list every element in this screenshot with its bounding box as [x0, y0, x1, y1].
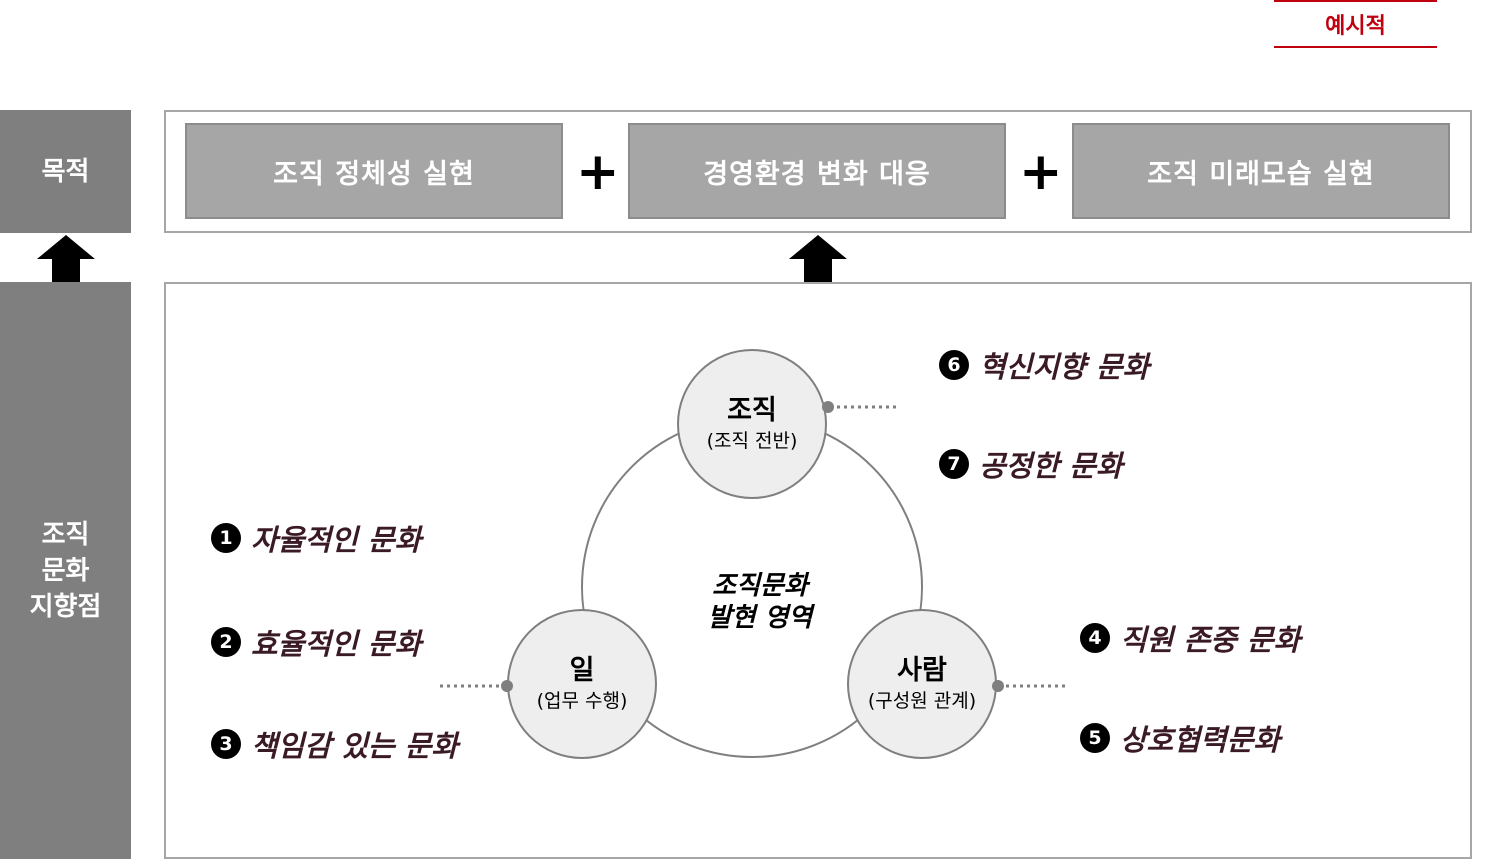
center-label-line: 발현 영역 [707, 603, 813, 633]
node-work: 일 (업무 수행) [507, 609, 657, 759]
direction-label-line: 조직 [41, 519, 90, 550]
culture-label: 직원 존중 문화 [1120, 623, 1301, 657]
node-subtitle: (업무 수행) [536, 690, 628, 712]
culture-item: 5 상호협력문화 [1080, 718, 1280, 758]
connector-dot [822, 401, 834, 413]
number-badge: 3 [211, 729, 241, 759]
node-title: 사람 [897, 655, 947, 686]
culture-label: 상호협력문화 [1120, 723, 1281, 757]
node-people: 사람 (구성원 관계) [847, 609, 997, 759]
connector-dot [992, 680, 1004, 692]
culture-item: 4 직원 존중 문화 [1080, 618, 1300, 658]
node-title: 조직 [727, 395, 777, 426]
culture-item: 1 자율적인 문화 [211, 518, 421, 558]
direction-label-line: 지향점 [29, 591, 102, 622]
direction-label: 조직 문화 지향점 [0, 282, 131, 859]
culture-item: 3 책임감 있는 문화 [211, 724, 458, 764]
up-arrow-icon [37, 235, 95, 283]
node-title: 일 [569, 655, 595, 686]
culture-item: 2 효율적인 문화 [211, 622, 421, 662]
number-badge: 7 [939, 449, 969, 479]
direction-label-line: 문화 [41, 555, 90, 586]
node-organization: 조직 (조직 전반) [677, 349, 827, 499]
up-arrow-icon [789, 235, 847, 283]
plus-icon: + [1019, 142, 1063, 202]
culture-label: 효율적인 문화 [251, 627, 422, 661]
connector-dot [501, 680, 513, 692]
number-badge: 6 [939, 350, 969, 380]
purpose-label: 목적 [0, 110, 131, 233]
plus-icon: + [576, 142, 620, 202]
number-badge: 2 [211, 627, 241, 657]
culture-label: 공정한 문화 [979, 449, 1123, 483]
sample-badge: 예시적 [1274, 0, 1437, 48]
purpose-future-box: 조직 미래모습 실현 [1072, 123, 1450, 219]
culture-label: 책임감 있는 문화 [251, 729, 458, 763]
center-label: 조직문화 발현 영역 [660, 570, 860, 634]
culture-label: 자율적인 문화 [251, 523, 422, 557]
center-label-line: 조직문화 [712, 571, 808, 601]
culture-item: 7 공정한 문화 [939, 444, 1123, 484]
purpose-identity-box: 조직 정체성 실현 [185, 123, 563, 219]
node-subtitle: (조직 전반) [706, 430, 798, 452]
number-badge: 1 [211, 523, 241, 553]
purpose-environment-box: 경영환경 변화 대응 [628, 123, 1006, 219]
number-badge: 5 [1080, 723, 1110, 753]
culture-label: 혁신지향 문화 [979, 350, 1150, 384]
node-subtitle: (구성원 관계) [867, 690, 977, 712]
number-badge: 4 [1080, 623, 1110, 653]
culture-item: 6 혁신지향 문화 [939, 345, 1149, 385]
direction-frame [164, 282, 1472, 859]
